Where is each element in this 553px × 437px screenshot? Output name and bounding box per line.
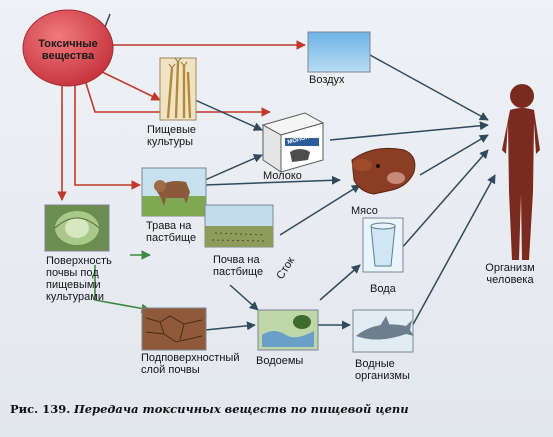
wheat-picture: [159, 57, 197, 121]
caption-number: Рис. 139.: [10, 402, 71, 416]
water-bodies-picture: [257, 309, 319, 351]
pasture-soil-picture: [204, 204, 274, 248]
calf-grass-picture: [141, 167, 207, 217]
toxic-label: Токсичные вещества: [38, 38, 98, 62]
runoff-label: Сток: [274, 255, 297, 282]
milk-label: Молоко: [263, 170, 302, 182]
air-label: Воздух: [309, 74, 345, 86]
arrows-from-toxic: [57, 40, 306, 201]
water-bodies-label: Водоемы: [256, 355, 304, 367]
water-label: Вода: [370, 283, 396, 295]
toxic-source-ellipse: [22, 9, 114, 87]
soil-arrows: [94, 250, 151, 314]
cow-head-picture: [351, 147, 416, 195]
water-glass-picture: [362, 217, 404, 273]
surface-soil-label: Поверхность почвы под пищевыми культурам…: [46, 255, 112, 303]
arrows-to-human: [99, 13, 496, 331]
milk-carton-picture: [261, 112, 325, 173]
pasture-soil-label: Почва на пастбище: [213, 254, 264, 278]
subsurface-soil-label: Подповерхностный слой почвы: [141, 352, 240, 376]
figure-caption: Рис. 139. Передача токсичных веществ по …: [10, 402, 409, 416]
aquatic-label: Водные организмы: [355, 358, 410, 382]
human-silhouette: [502, 84, 540, 260]
pasture-grass-label: Трава на пастбище: [146, 220, 197, 244]
subsurface-soil-picture: [141, 307, 207, 351]
aquatic-picture: [352, 309, 414, 353]
cabbage-picture: [44, 204, 110, 252]
meat-label: Мясо: [351, 205, 378, 217]
air-picture: [307, 31, 371, 73]
caption-text: Передача токсичных веществ по пищевой це…: [73, 402, 409, 416]
food-crops-label: Пищевые культуры: [147, 124, 196, 148]
human-label: Организм человека: [485, 262, 535, 286]
